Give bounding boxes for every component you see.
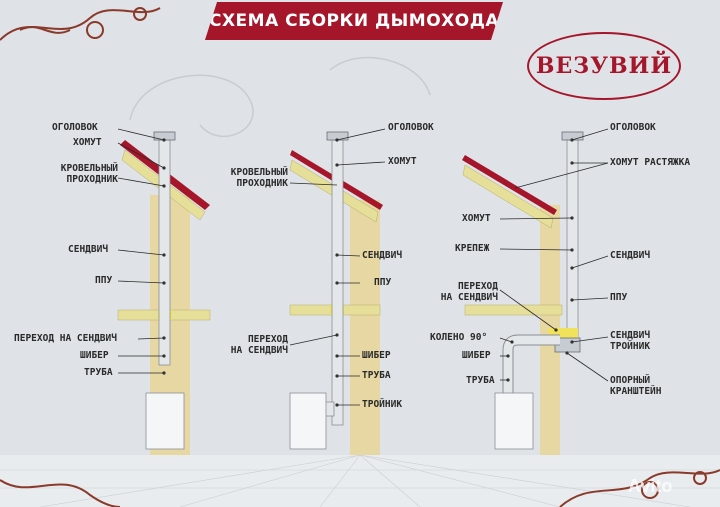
label-sendvich-3: СЕНДВИЧ	[610, 250, 651, 261]
label-troynik-2: ТРОЙНИК	[362, 399, 403, 410]
label-koleno-3: КОЛЕНО 90°	[430, 332, 488, 343]
wall-2	[350, 200, 380, 455]
label-truba-1: ТРУБА	[84, 367, 113, 378]
label-krovelny-2: КРОВЕЛЬНЫЙ ПРОХОДНИК	[230, 167, 288, 189]
label-ppu-3: ППУ	[610, 292, 628, 303]
brand-logo: ВЕЗУВИЙ	[527, 32, 681, 100]
ceiling-3	[464, 304, 563, 316]
stove-3	[494, 392, 534, 450]
page-title: СХЕМА СБОРКИ ДЫМОХОДА	[208, 11, 500, 31]
label-homut-2: ХОМУТ	[388, 156, 417, 167]
roof-insulation-3	[462, 164, 554, 229]
label-sendvich-troynik-3: СЕНДВИЧ ТРОЙНИК	[610, 330, 651, 352]
label-ppu-1: ППУ	[95, 275, 113, 286]
label-sendvich-2: СЕНДВИЧ	[362, 250, 403, 261]
label-ogolovok-3: ОГОЛОВОК	[610, 122, 656, 133]
label-shiber-3: ШИБЕР	[462, 350, 491, 361]
pipe-3	[566, 139, 579, 346]
swirl-watermark	[129, 56, 431, 137]
ornament-bottom-right	[559, 469, 720, 507]
label-opora-3: ОПОРНЫЙ КРАНШТЕЙН	[610, 375, 662, 397]
label-homut-1: ХОМУТ	[73, 137, 102, 148]
floor	[0, 454, 720, 507]
watermark: Avito	[628, 476, 673, 496]
label-ppu-2: ППУ	[374, 277, 392, 288]
pipe-1	[158, 139, 171, 366]
label-homut-rastyazhka-3: ХОМУТ РАСТЯЖКА	[610, 157, 691, 168]
stove-1	[145, 392, 185, 450]
label-truba-3: ТРУБА	[466, 375, 495, 386]
label-krepezh-3: КРЕПЕЖ	[455, 243, 490, 254]
label-perehod-2: ПЕРЕХОД НА СЕНДВИЧ	[230, 334, 288, 356]
label-perehod-1: ПЕРЕХОД НА СЕНДВИЧ	[14, 333, 117, 344]
label-truba-2: ТРУБА	[362, 370, 391, 381]
label-perehod-3: ПЕРЕХОД НА СЕНДВИЧ	[440, 281, 498, 303]
label-ogolovok-1: ОГОЛОВОК	[52, 122, 98, 133]
stove-2	[289, 392, 327, 450]
brand-logo-text: ВЕЗУВИЙ	[535, 53, 673, 79]
roof-3	[462, 155, 557, 215]
scheme-1	[117, 128, 211, 455]
label-krovelny-1: КРОВЕЛЬНЫЙ ПРОХОДНИК	[60, 163, 118, 185]
title-banner: СХЕМА СБОРКИ ДЫМОХОДА	[205, 2, 503, 40]
ornament-top-left	[0, 7, 161, 41]
label-sendvich-1: СЕНДВИЧ	[68, 244, 109, 255]
label-shiber-2: ШИБЕР	[362, 350, 391, 361]
scheme-2	[289, 128, 386, 455]
ornament-bottom-left	[0, 479, 121, 507]
scheme-3	[462, 128, 609, 455]
label-homut-3: ХОМУТ	[462, 213, 491, 224]
label-shiber-1: ШИБЕР	[80, 350, 109, 361]
label-ogolovok-2: ОГОЛОВОК	[388, 122, 434, 133]
